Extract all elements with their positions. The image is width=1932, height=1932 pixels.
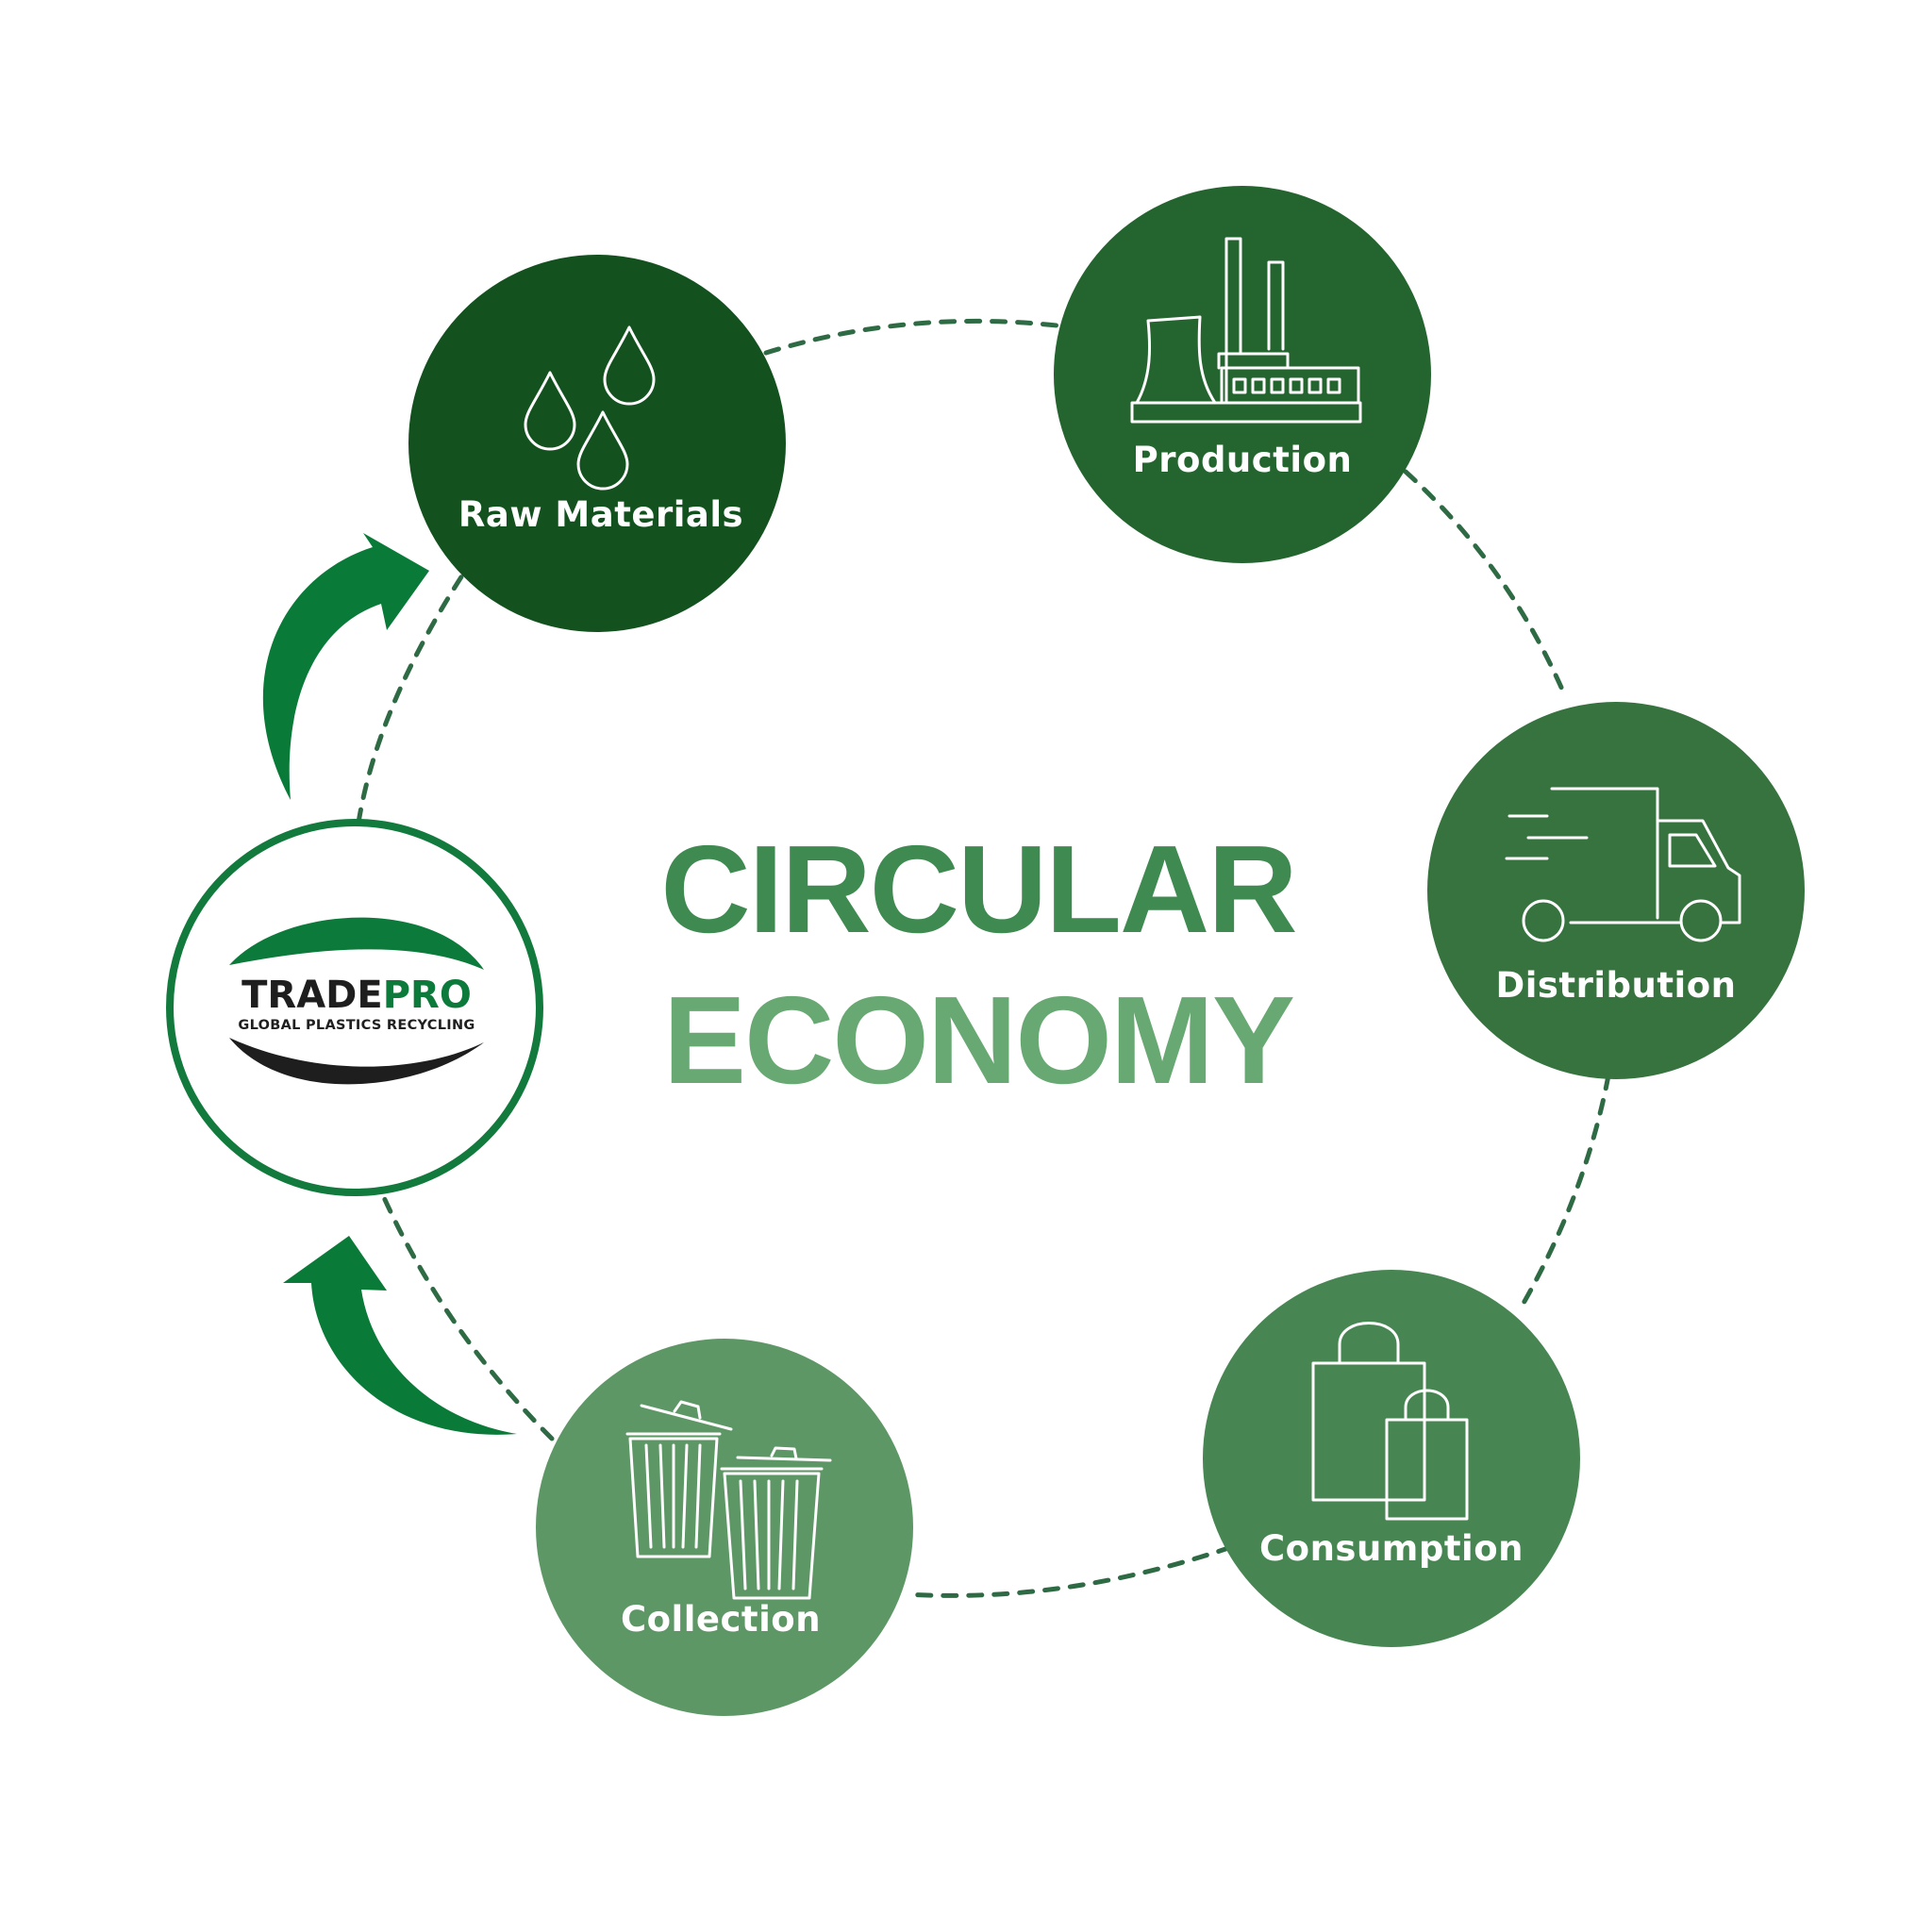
return-arrow-top xyxy=(262,533,429,800)
stage-collection: Collection xyxy=(536,1339,913,1716)
stage-distribution: Distribution xyxy=(1427,702,1805,1079)
stage-label: Distribution xyxy=(1496,965,1737,1006)
shopping-bags-icon xyxy=(1311,1322,1469,1521)
return-arrow-bottom xyxy=(283,1236,517,1435)
stage-circle xyxy=(1427,702,1805,1079)
droplets-icon xyxy=(524,325,656,491)
factory-icon xyxy=(1130,237,1362,424)
cycle-dashed-path xyxy=(356,318,1611,1598)
stage-circle xyxy=(408,255,786,632)
logo-tagline: GLOBAL PLASTICS RECYCLING xyxy=(238,1018,475,1033)
stage-consumption: Consumption xyxy=(1203,1270,1580,1647)
title-line-1: CIRCULAR xyxy=(660,820,1295,958)
center-title: CIRCULAR ECONOMY xyxy=(660,820,1297,1109)
logo-swoosh-top xyxy=(229,917,484,970)
logo-name-part1: TRADE xyxy=(242,974,383,1017)
stage-label: Consumption xyxy=(1259,1528,1524,1569)
logo-ring xyxy=(166,819,543,1196)
truck-icon xyxy=(1505,787,1741,942)
trash-bins-icon xyxy=(625,1400,832,1600)
stage-label: Collection xyxy=(621,1599,821,1640)
logo-name-part2: PRO xyxy=(383,974,472,1017)
stage-raw-materials: Raw Materials xyxy=(408,255,786,632)
stage-label: Production xyxy=(1133,440,1353,480)
stage-production: Production xyxy=(1054,186,1431,563)
logo-swoosh-bottom xyxy=(229,1038,484,1085)
title-line-2: ECONOMY xyxy=(663,971,1293,1109)
stage-label: Raw Materials xyxy=(458,494,743,535)
stage-circle xyxy=(1054,186,1431,563)
logo-name: TRADEPRO xyxy=(242,974,472,1017)
stage-circle xyxy=(536,1339,913,1716)
stage-circle xyxy=(1203,1270,1580,1647)
tradepro-logo: TRADEPRO GLOBAL PLASTICS RECYCLING xyxy=(166,819,543,1196)
